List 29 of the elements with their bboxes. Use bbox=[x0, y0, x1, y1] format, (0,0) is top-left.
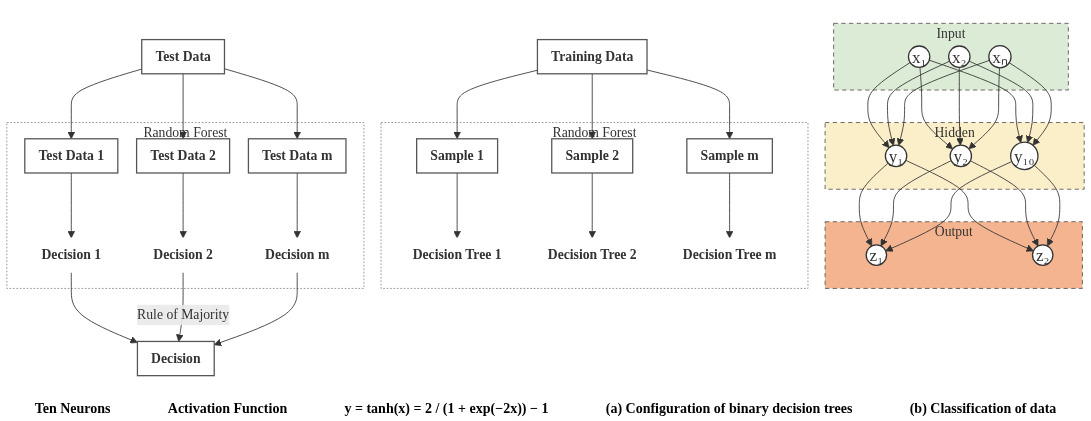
edge-label: Rule of Majority bbox=[137, 307, 230, 322]
node-box: Training Data bbox=[536, 38, 648, 75]
label-text: y = tanh(x) = 2 / (1 + exp(−2x)) − 1 bbox=[344, 401, 549, 417]
node-box: Test Data bbox=[141, 38, 226, 75]
node-circle: y₁₀ bbox=[1010, 141, 1039, 171]
node-box: Test Data m bbox=[247, 138, 347, 174]
label-text: Ten Neurons bbox=[34, 401, 111, 417]
node-box: Test Data 2 bbox=[135, 138, 231, 174]
node-box: Decision bbox=[136, 340, 215, 377]
node-circle: x₁ bbox=[907, 45, 931, 68]
node-text: Decision 1 bbox=[41, 247, 102, 262]
node-circle: z₁ bbox=[865, 244, 888, 266]
label-text: (a) Configuration of binary decision trees bbox=[605, 401, 853, 417]
label-text: Activation Function bbox=[167, 401, 288, 417]
node-circle: y₁ bbox=[884, 144, 908, 168]
node-text: Decision m bbox=[265, 247, 330, 262]
node-circle: xₙ bbox=[988, 44, 1012, 69]
node-circle: y₂ bbox=[949, 144, 973, 168]
node-circle: x₂ bbox=[948, 45, 971, 68]
node-circle: z₂ bbox=[1031, 244, 1054, 266]
node-box: Sample 2 bbox=[551, 138, 634, 174]
node-text: Decision Tree m bbox=[682, 247, 777, 262]
node-box: Sample m bbox=[686, 138, 773, 174]
node-box: Sample 1 bbox=[416, 138, 499, 174]
node-box: Test Data 1 bbox=[24, 138, 119, 174]
node-text: Decision 2 bbox=[153, 247, 213, 262]
label-text: (b) Classification of data bbox=[909, 401, 1057, 417]
node-text: Decision Tree 1 bbox=[412, 247, 502, 262]
node-text: Decision Tree 2 bbox=[547, 247, 637, 262]
